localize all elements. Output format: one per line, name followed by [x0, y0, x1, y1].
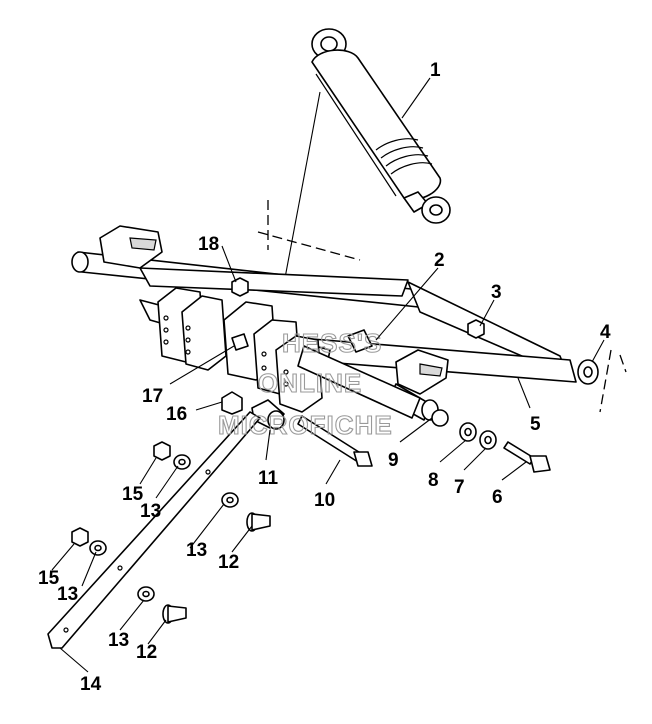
- callouts: 1 2 3 4 5 6 7 8 9 10 11 12 12 13 13 13 1…: [38, 60, 611, 695]
- callout-15-upper: 15: [122, 484, 144, 505]
- callout-13-b: 13: [186, 540, 207, 561]
- callout-8: 8: [428, 470, 439, 491]
- nut-15-upper: [153, 441, 171, 461]
- watermark-line-1: HESS'S: [282, 328, 382, 358]
- callout-2: 2: [434, 250, 445, 271]
- hardware-parts: [221, 277, 551, 473]
- callout-14: 14: [80, 674, 102, 695]
- strap-assembly: [47, 411, 271, 649]
- callout-16: 16: [166, 404, 187, 425]
- alignment-lines: [257, 91, 627, 413]
- callout-9: 9: [388, 450, 399, 471]
- callout-11: 11: [258, 468, 279, 489]
- callout-15-lower: 15: [38, 568, 60, 589]
- nut-15-lower: [71, 527, 89, 547]
- watermark-line-2: ONLINE: [258, 368, 362, 398]
- callout-12-upper: 12: [218, 552, 239, 573]
- nut-16: [221, 391, 243, 415]
- callout-4: 4: [600, 322, 611, 343]
- callout-17: 17: [142, 386, 163, 407]
- callout-6: 6: [492, 487, 503, 508]
- leader-lines: [51, 77, 605, 673]
- callout-13-c: 13: [57, 584, 78, 605]
- callout-5: 5: [530, 414, 541, 435]
- shock-absorber: [311, 28, 451, 224]
- callout-13-d: 13: [108, 630, 129, 651]
- mounting-plates: [157, 287, 421, 419]
- callout-12-lower: 12: [136, 642, 157, 663]
- watermark: HESS'S ONLINE MICROFICHE: [217, 327, 393, 440]
- callout-7: 7: [454, 477, 465, 498]
- nut-3: [467, 319, 485, 339]
- watermark-line-3: MICROFICHE: [218, 410, 393, 440]
- callout-13-a: 13: [140, 501, 161, 522]
- callout-10: 10: [314, 490, 335, 511]
- callout-3: 3: [491, 282, 502, 303]
- callout-1: 1: [430, 60, 441, 81]
- callout-18: 18: [198, 234, 219, 255]
- nut-18: [231, 277, 249, 297]
